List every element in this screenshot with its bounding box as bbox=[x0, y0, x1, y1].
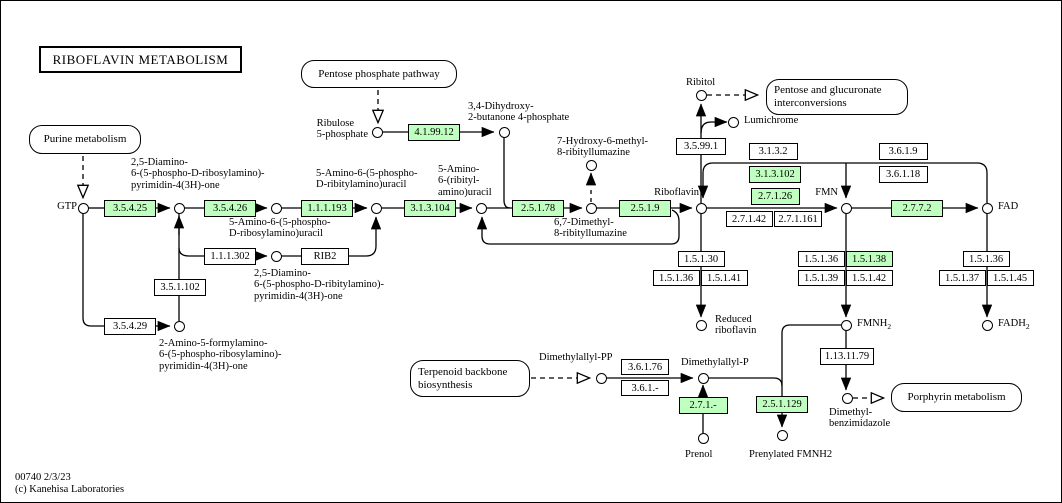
hydroxymethyl-lumazine-label: 7-Hydroxy-6-methyl- 8-ribityllumazine bbox=[557, 136, 648, 159]
compound-circle-fmnh2[interactable] bbox=[840, 319, 852, 331]
compound-circle-dimethylbenzimidazole[interactable] bbox=[841, 392, 853, 404]
compound-circle-fadh2[interactable] bbox=[981, 319, 993, 331]
pathway-link-purine-metabolism[interactable]: Purine metabolism bbox=[29, 125, 141, 154]
fmnh2-label-subscript: 2 bbox=[887, 322, 892, 332]
dimethylallyl-pp-label: Dimethylallyl-PP bbox=[539, 352, 613, 363]
fad-label: FAD bbox=[998, 201, 1019, 212]
enzyme-box-2.7.1.161[interactable]: 2.7.1.161 bbox=[774, 211, 822, 227]
copyright: (c) Kanehisa Laboratories bbox=[15, 484, 125, 496]
fadh2-label-subscript: 2 bbox=[1025, 322, 1030, 332]
enzyme-box-3.1.3.104[interactable]: 3.1.3.104 bbox=[404, 199, 456, 217]
diamino-ribitylamino-label: 2,5-Diamino- 6-(5-phospho-D-ribitylamino… bbox=[254, 268, 385, 302]
diamino-ribosylamino-label: 2,5-Diamino- 6-(5-phospho-D-ribosylamino… bbox=[131, 157, 265, 191]
enzyme-box-3.5.1.102[interactable]: 3.5.1.102 bbox=[154, 278, 206, 296]
compound-circle-dimethylallyl-pp[interactable] bbox=[595, 372, 607, 384]
enzyme-box-1.5.1.36[interactable]: 1.5.1.36 bbox=[962, 251, 1010, 267]
enzyme-box-3.6.1.9[interactable]: 3.6.1.9 bbox=[878, 142, 928, 160]
compound-circle-diamino-phospho-ribitylamino-pyrimidinone[interactable] bbox=[270, 250, 282, 262]
enzyme-box-1.5.1.38[interactable]: 1.5.1.38 bbox=[845, 251, 893, 267]
enzyme-box-3.1.3.2[interactable]: 3.1.3.2 bbox=[748, 142, 798, 160]
enzyme-box-1.5.1.42[interactable]: 1.5.1.42 bbox=[845, 270, 893, 286]
compound-circle-hydroxy-methyl-ribityllumazine[interactable] bbox=[585, 159, 597, 171]
enzyme-box-1.5.1.30[interactable]: 1.5.1.30 bbox=[677, 251, 725, 267]
ribitol-label: Ribitol bbox=[686, 77, 716, 88]
compound-circle-amino-formylamino-pyrimidinone[interactable] bbox=[173, 320, 185, 332]
enzyme-box-3.6.1.18[interactable]: 3.6.1.18 bbox=[878, 165, 928, 183]
compound-circle-fmn[interactable] bbox=[840, 202, 852, 214]
pathway-link-porphyrin-metabolism[interactable]: Porphyrin metabolism bbox=[891, 383, 1022, 412]
enzyme-box-2.5.1.9[interactable]: 2.5.1.9 bbox=[619, 199, 671, 217]
map-footer: 00740 2/3/23 (c) Kanehisa Laboratories bbox=[15, 472, 124, 496]
enzyme-box-4.1.99.12[interactable]: 4.1.99.12 bbox=[408, 123, 460, 141]
enzyme-box-1.5.1.37[interactable]: 1.5.1.37 bbox=[938, 270, 986, 286]
compound-circle-riboflavin[interactable] bbox=[695, 202, 707, 214]
compound-circle-reduced-riboflavin[interactable] bbox=[695, 319, 707, 331]
enzyme-box-1.5.1.36[interactable]: 1.5.1.36 bbox=[797, 251, 845, 267]
enzyme-box-3.5.4.25[interactable]: 3.5.4.25 bbox=[104, 199, 156, 217]
enzyme-box-2.7.1.26[interactable]: 2.7.1.26 bbox=[750, 187, 800, 205]
compound-circle-prenol[interactable] bbox=[697, 432, 709, 444]
reduced-riboflavin-label: Reduced riboflavin bbox=[715, 314, 757, 337]
lumichrome-label: Lumichrome bbox=[744, 115, 799, 126]
compound-circle-amino-phospho-ribitylamino-uracil[interactable] bbox=[370, 202, 382, 214]
enzyme-box-2.7.7.2[interactable]: 2.7.7.2 bbox=[891, 199, 943, 217]
compound-circle-lumichrome[interactable] bbox=[727, 116, 739, 128]
compound-circle-diamino-phospho-ribosylamino-pyrimidinone[interactable] bbox=[173, 202, 185, 214]
compound-circle-amino-phospho-ribosylamino-uracil[interactable] bbox=[270, 202, 282, 214]
enzyme-box-1.1.1.302[interactable]: 1.1.1.302 bbox=[204, 247, 256, 265]
compound-circle-gtp[interactable] bbox=[77, 202, 89, 214]
enzyme-box-1.5.1.39[interactable]: 1.5.1.39 bbox=[797, 270, 845, 286]
enzyme-box-3.5.4.26[interactable]: 3.5.4.26 bbox=[204, 199, 256, 217]
ribulose-label: Ribulose 5-phosphate bbox=[316, 118, 368, 141]
compound-circle-ribitol[interactable] bbox=[695, 89, 707, 101]
dimethylallyl-p-label: Dimethylallyl-P bbox=[681, 357, 749, 368]
dihydroxybutanone-label: 3,4-Dihydroxy- 2-butanone 4-phosphate bbox=[468, 101, 570, 124]
compound-circle-amino-ribitylamino-uracil[interactable] bbox=[475, 202, 487, 214]
compound-circle-prenylated-fmnh2[interactable] bbox=[776, 429, 788, 441]
pathway-link-terpenoid-backbone-biosynthesis[interactable]: Terpenoid backbone biosynthesis bbox=[410, 360, 530, 397]
dimethyl-lumazine-label: 6,7-Dimethyl- 8-ribityllumazine bbox=[554, 217, 627, 240]
enzyme-box-1.13.11.79[interactable]: 1.13.11.79 bbox=[820, 347, 874, 365]
amino-ribosylamino-uracil-label: 5-Amino-6-(5-phospho- D-ribosylamino)ura… bbox=[229, 217, 331, 240]
prenylated-fmnh2-label: Prenylated FMNH2 bbox=[749, 449, 833, 460]
enzyme-box-2.5.1.129[interactable]: 2.5.1.129 bbox=[756, 395, 808, 413]
enzyme-box-3.1.3.102[interactable]: 3.1.3.102 bbox=[749, 165, 801, 183]
enzyme-box-3.5.4.29[interactable]: 3.5.4.29 bbox=[104, 317, 156, 335]
fmn-label: FMN bbox=[815, 187, 838, 198]
fmnh2-label: FMNH2 bbox=[857, 318, 891, 331]
amino-ribityl-uracil-label: 5-Amino- 6-(ribityl- amino)uracil bbox=[438, 164, 492, 198]
prenol-label: Prenol bbox=[685, 449, 713, 460]
riboflavin-label: Riboflavin bbox=[654, 187, 699, 198]
enzyme-box-3.6.1.-[interactable]: 3.6.1.- bbox=[621, 380, 669, 396]
enzyme-box-2.5.1.78[interactable]: 2.5.1.78 bbox=[512, 199, 564, 217]
enzyme-box-3.5.99.1[interactable]: 3.5.99.1 bbox=[676, 137, 726, 155]
pathway-link-pentose-phosphate-pathway[interactable]: Pentose phosphate pathway bbox=[301, 60, 457, 88]
fadh2-label-text: FADH bbox=[998, 318, 1026, 329]
enzyme-box-2.7.1.42[interactable]: 2.7.1.42 bbox=[725, 211, 773, 227]
enzyme-box-1.5.1.41[interactable]: 1.5.1.41 bbox=[700, 270, 748, 286]
gtp-label: GTP bbox=[57, 201, 77, 212]
fmnh2-label-text: FMNH bbox=[857, 318, 888, 329]
pathway-link-pentose-and-glucuronate-interconversions[interactable]: Pentose and glucuronate interconversions bbox=[766, 79, 908, 115]
enzyme-box-3.6.1.76[interactable]: 3.6.1.76 bbox=[621, 359, 669, 375]
compound-circle-dimethyl-ribityllumazine[interactable] bbox=[585, 202, 597, 214]
compound-circle-ribulose-5-phosphate[interactable] bbox=[371, 126, 383, 138]
compound-circle-dimethylallyl-p[interactable] bbox=[697, 372, 709, 384]
enzyme-box-1.1.1.193[interactable]: 1.1.1.193 bbox=[301, 199, 353, 217]
compound-circle-fad[interactable] bbox=[981, 202, 993, 214]
amino-formylamino-label: 2-Amino-5-formylamino- 6-(5-phospho-ribo… bbox=[159, 338, 282, 372]
enzyme-box-1.5.1.36[interactable]: 1.5.1.36 bbox=[652, 270, 700, 286]
compound-circle-dihydroxy-butanone-phosphate[interactable] bbox=[498, 126, 510, 138]
enzyme-box-2.7.1.-[interactable]: 2.7.1.- bbox=[678, 396, 728, 414]
dimethylbenzimidazole-label: Dimethyl- benzimidazole bbox=[829, 407, 891, 430]
enzyme-box-1.5.1.45[interactable]: 1.5.1.45 bbox=[986, 270, 1034, 286]
fadh2-label: FADH2 bbox=[998, 318, 1030, 331]
map-number: 00740 2/3/23 bbox=[15, 472, 71, 483]
enzyme-box-RIB2[interactable]: RIB2 bbox=[301, 247, 349, 265]
map-title: RIBOFLAVIN METABOLISM bbox=[39, 46, 242, 73]
amino-phospho-ribitylamino-uracil-label: 5-Amino-6-(5-phospho- D-ribitylamino)ura… bbox=[316, 168, 418, 191]
